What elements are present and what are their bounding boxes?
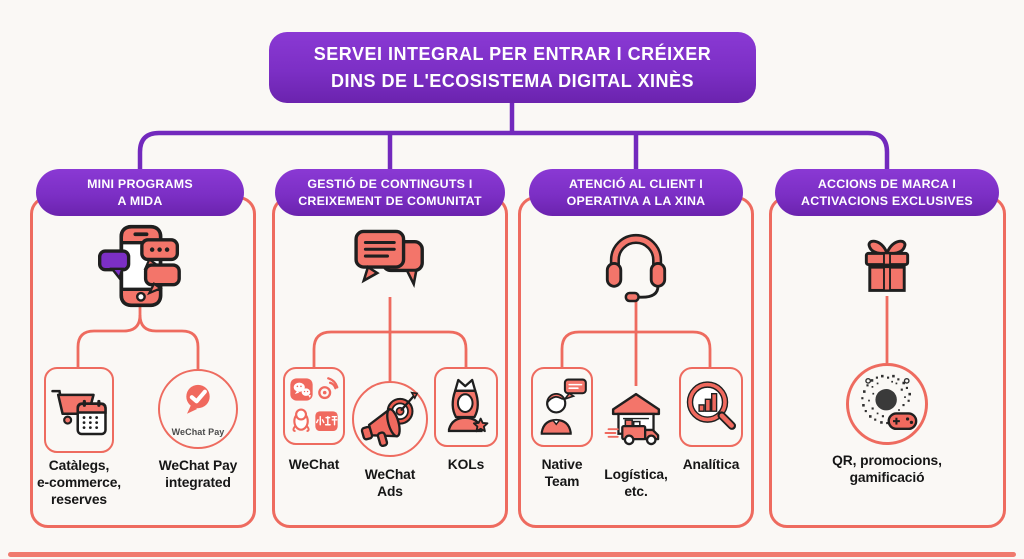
item-label-catalegs: Catàlegs, e-commerce, reserves [36,458,122,507]
qr-gamification-badge [846,363,928,445]
chat-bubbles-icon [351,228,429,296]
qr-gamification-icon [861,374,918,431]
wechat-pay-badge: WeChat Pay [158,369,238,449]
item-label-qr-promocions: QR, promocions, gamificació [832,453,942,485]
native-team-card [531,367,593,447]
analytics-magnifier-icon [686,381,737,430]
item-label-native-team: Native Team [541,457,583,489]
wechat-pay-icon [186,384,210,414]
phone-chat-icon [98,224,182,308]
item-label-kols: KOLs [447,457,485,472]
headset-icon [599,228,673,304]
purple-tree-connector [137,101,890,171]
item-label-logistica: Logística, etc. [604,467,668,499]
bottom-accent-line [8,552,1016,557]
kol-crown-icon [447,378,489,433]
qq-mini-icon [292,408,310,432]
support-agent-icon [540,378,587,435]
kol-card [434,367,498,447]
social-apps-icon [290,377,339,432]
megaphone-target-icon [360,391,419,448]
column-header-mini-programs: MINI PROGRAMS A MIDA [36,169,244,216]
wechat-ads-badge [352,381,428,457]
cart-calendar-card [44,367,114,453]
red-xiaohongshu-mini-icon [315,411,338,431]
game-controller-icon [887,412,918,431]
root-title: SERVEI INTEGRAL PER ENTRAR I CRÉIXER DIN… [269,32,756,103]
column-header-atencio: ATENCIÓ AL CLIENT I OPERATIVA A LA XINA [529,169,743,216]
item-label-wechat: WeChat [288,457,340,472]
analytics-card [679,367,743,447]
logistics-truck-icon [604,384,668,450]
column-header-marca: ACCIONS DE MARCA I ACTIVACIONS EXCLUSIVE… [775,169,999,216]
item-label-analitica: Analítica [682,457,740,472]
gift-icon [855,231,919,293]
column-header-continguts: GESTIÓ DE CONTINGUTS I CREIXEMENT DE COM… [275,169,505,216]
cart-calendar-icon [51,389,107,436]
weibo-mini-icon [318,377,339,400]
item-label-wechat-pay: WeChat Pay integrated [158,458,238,490]
social-apps-card [283,367,345,445]
item-label-wechat-ads: WeChat Ads [364,467,416,499]
wechat-pay-caption: WeChat Pay [171,427,225,437]
